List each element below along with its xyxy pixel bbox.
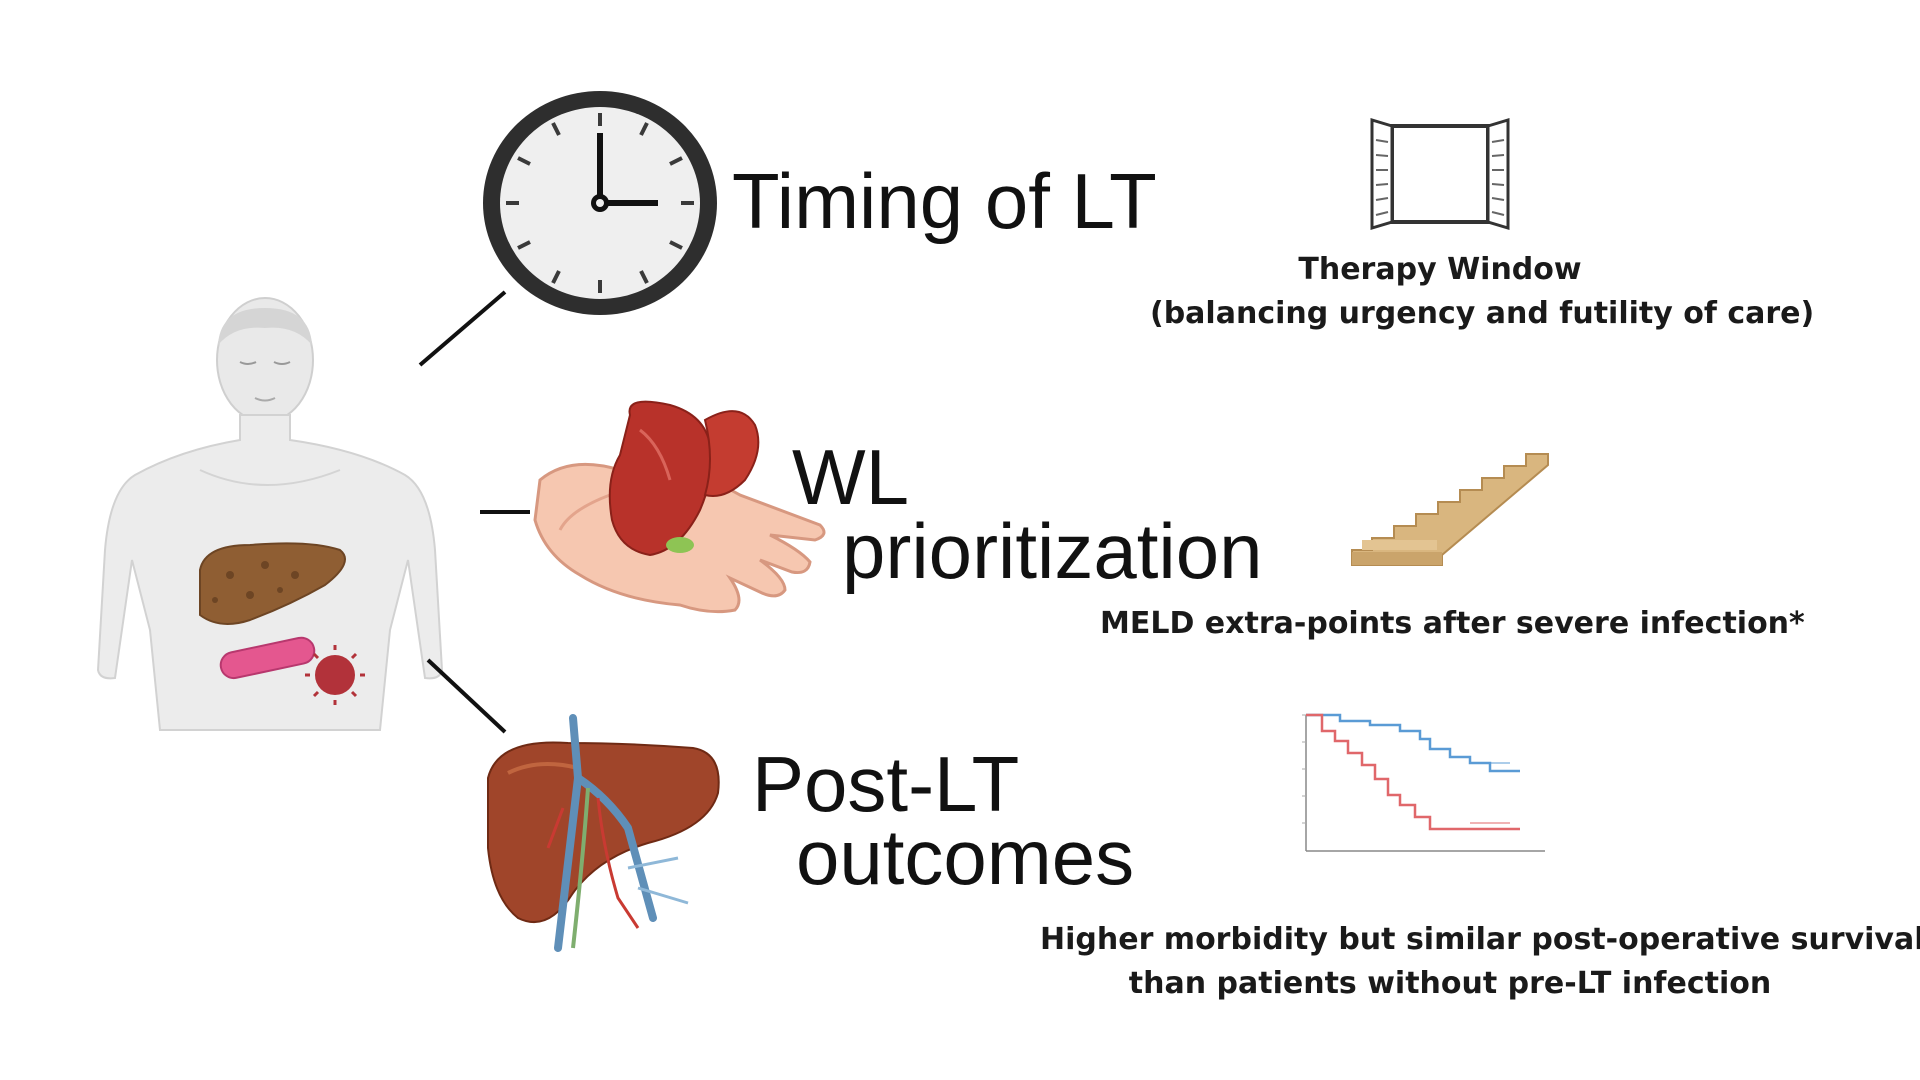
post-title-line-1: Post-LT <box>752 740 1020 828</box>
wl-title-line-1: WL <box>792 433 909 521</box>
timing-title: Timing of LT <box>732 157 1157 245</box>
timing-caption-line-2: (balancing urgency and futility of care) <box>1150 296 1815 331</box>
wl-title-line-2: prioritization <box>842 507 1263 595</box>
wl-caption: MELD extra-points after severe infection… <box>1100 602 1805 646</box>
liver-in-hand-icon <box>533 400 826 614</box>
timing-caption: Therapy Window (balancing urgency and fu… <box>1150 248 1815 336</box>
liver-with-vessels-icon <box>487 714 720 952</box>
post-caption-line-1: Higher morbidity but similar post-operat… <box>1040 922 1920 957</box>
clock-icon <box>483 91 717 315</box>
post-caption: Higher morbidity but similar post-operat… <box>1040 918 1920 1006</box>
timing-caption-line-1: Therapy Window <box>1298 252 1582 287</box>
stairs-icon <box>1351 453 1549 566</box>
post-title-line-2: outcomes <box>796 813 1135 901</box>
window-icon <box>1370 117 1510 231</box>
survival-curve-icon <box>1302 713 1545 852</box>
patient-body-icon <box>96 297 444 731</box>
wl-caption-line-1: MELD extra-points after severe infection… <box>1100 606 1805 641</box>
post-caption-line-2: than patients without pre-LT infection <box>1128 966 1772 1001</box>
